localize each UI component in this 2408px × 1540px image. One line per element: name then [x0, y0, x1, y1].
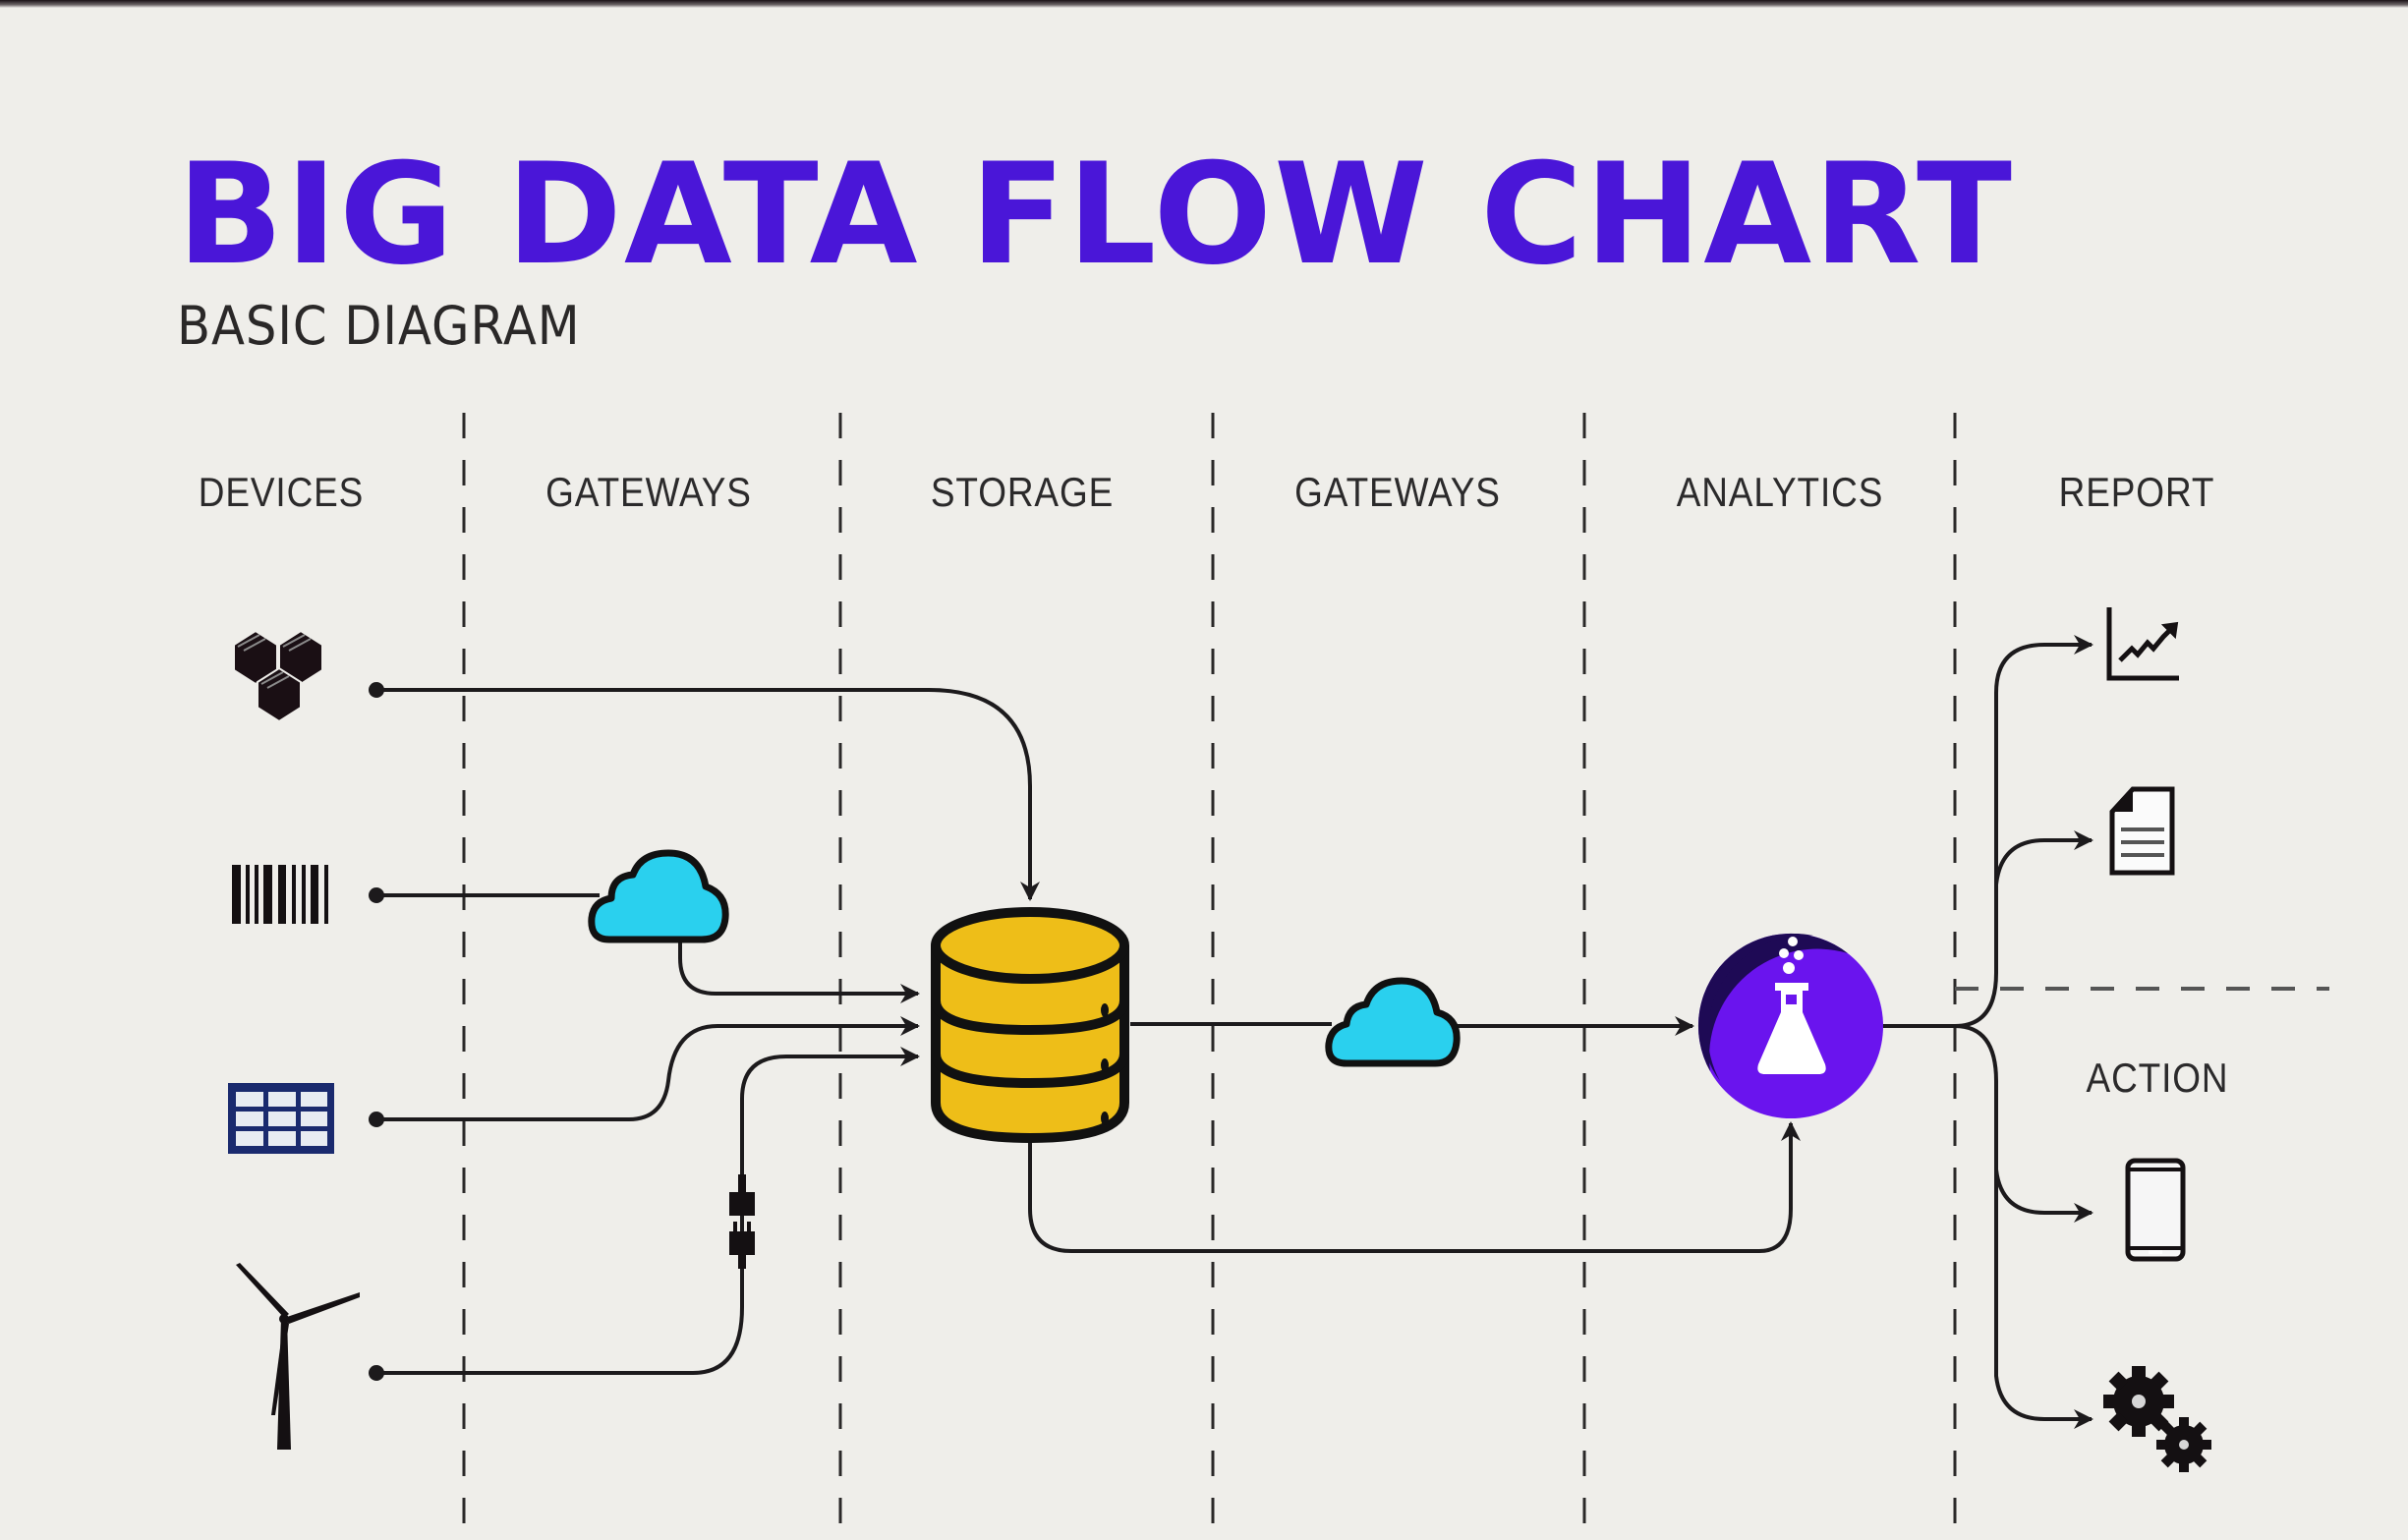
- source-dot: [369, 1365, 384, 1381]
- boxes-icon: [233, 629, 323, 723]
- column-label-devices: DEVICES: [198, 469, 365, 515]
- edge-database-to-analytics: [1028, 1121, 1801, 1253]
- screen-top-edge: [0, 0, 2408, 8]
- source-dot: [369, 682, 384, 698]
- column-label-gateways-2: GATEWAYS: [1294, 469, 1501, 515]
- edge-analytics-to-document: [1994, 830, 2093, 885]
- cloud-icon: [588, 849, 729, 943]
- plug-connector-icon: [729, 1174, 755, 1269]
- table-grid-icon: [228, 1083, 334, 1154]
- wind-turbine-icon: [236, 1263, 360, 1450]
- line-chart-icon: [2106, 607, 2179, 681]
- column-label-storage: STORAGE: [930, 469, 1115, 515]
- flask-icon: [1697, 933, 1883, 1118]
- source-dot: [369, 1112, 384, 1127]
- edge-cloud-to-database: [678, 939, 920, 1003]
- tablet-icon: [2125, 1158, 2186, 1262]
- cloud-icon-gateway-2: [1325, 977, 1461, 1067]
- edge-turbine-to-database: [376, 1047, 920, 1375]
- edge-analytics-to-gears: [1994, 1160, 2093, 1429]
- gears-icon: [2103, 1366, 2211, 1472]
- edge-analytics-to-tablet: [1954, 1024, 2093, 1223]
- edge-analytics-to-chart: [1883, 635, 2093, 1028]
- barcode-icon: [232, 865, 328, 924]
- column-label-report: REPORT: [2058, 469, 2215, 515]
- source-dots: [369, 682, 384, 1381]
- column-label-gateways: GATEWAYS: [545, 469, 752, 515]
- source-dot: [369, 887, 384, 903]
- page-title: BIG DATA FLOW CHART: [177, 134, 2014, 296]
- document-icon: [2109, 786, 2175, 876]
- connectors: [376, 635, 2093, 1429]
- database-icon: [931, 907, 1129, 1144]
- column-label-analytics: ANALYTICS: [1676, 469, 1884, 515]
- column-label-action: ACTION: [2086, 1055, 2229, 1101]
- page-subtitle: BASIC DIAGRAM: [177, 295, 581, 357]
- edge-boxes-to-database: [376, 688, 1040, 901]
- edge-table-to-database: [376, 1016, 920, 1121]
